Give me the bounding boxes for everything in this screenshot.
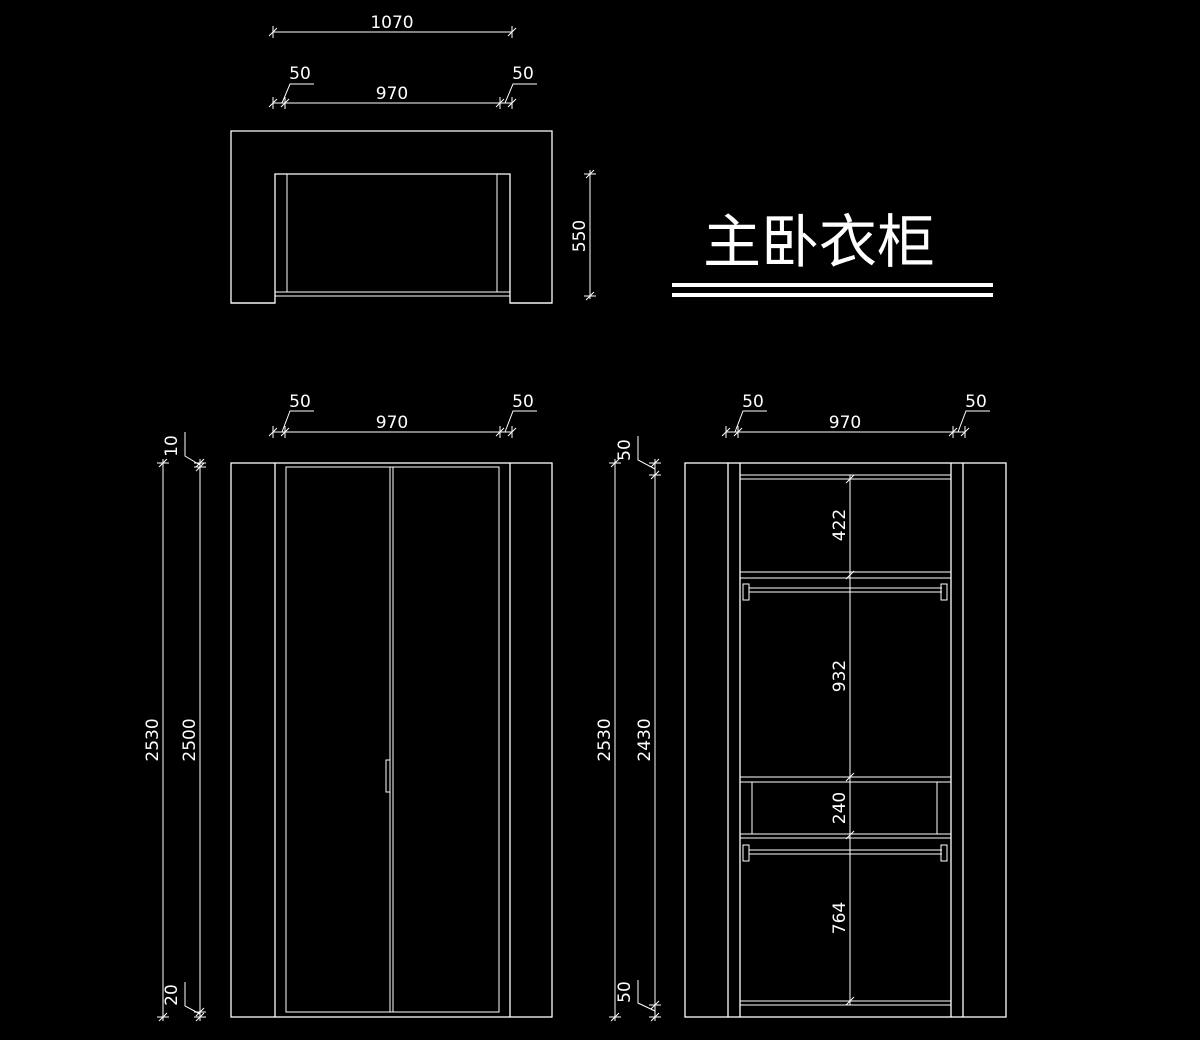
interior-bottom-board-label: 50 — [615, 981, 635, 1003]
front-bottom-gap-label: 20 — [162, 984, 182, 1006]
compartment-4-label: 764 — [830, 902, 850, 934]
front-dim-left: 2530 10 2500 20 — [143, 432, 206, 1022]
interior-top-board-label: 50 — [615, 439, 635, 461]
front-door-height-label: 2500 — [180, 718, 200, 761]
interior-inner-height-label: 2430 — [635, 718, 655, 761]
front-total-height-label: 2530 — [143, 718, 163, 761]
plan-dim-overall: 1070 — [268, 13, 517, 38]
interior-dim-top: 50 970 50 — [721, 392, 990, 438]
compartment-2-label: 932 — [830, 660, 850, 692]
interior-elevation — [684, 462, 1007, 1018]
interior-left-side-label: 50 — [742, 392, 764, 412]
compartment-3-label: 240 — [830, 792, 850, 824]
plan-right-side-label: 50 — [512, 64, 534, 84]
title-underline — [672, 283, 993, 297]
plan-inner-width-label: 970 — [376, 84, 408, 104]
interior-dim-left: 2530 50 2430 50 — [595, 436, 661, 1022]
front-left-side-label: 50 — [289, 392, 311, 412]
interior-total-height-label: 2530 — [595, 718, 615, 761]
front-inner-width-label: 970 — [376, 413, 408, 433]
plan-depth-label: 550 — [570, 220, 590, 252]
plan-left-side-label: 50 — [289, 64, 311, 84]
interior-inner-width-label: 970 — [829, 413, 861, 433]
front-elevation — [230, 462, 553, 1018]
compartment-1-label: 422 — [830, 509, 850, 541]
plan-overall-width-label: 1070 — [370, 13, 413, 33]
front-right-side-label: 50 — [512, 392, 534, 412]
door-handle — [385, 759, 391, 793]
front-dim-top: 50 970 50 — [268, 392, 537, 438]
interior-right-side-label: 50 — [965, 392, 987, 412]
plan-view — [230, 130, 553, 304]
front-top-gap-label: 10 — [162, 435, 182, 457]
interior-dim-inner-vertical: 422 932 240 764 — [830, 474, 855, 1006]
plan-dim-depth: 550 — [570, 169, 596, 301]
plan-dim-inner: 50 970 50 — [268, 64, 537, 109]
drawing-title: 主卧衣柜 — [703, 208, 935, 276]
